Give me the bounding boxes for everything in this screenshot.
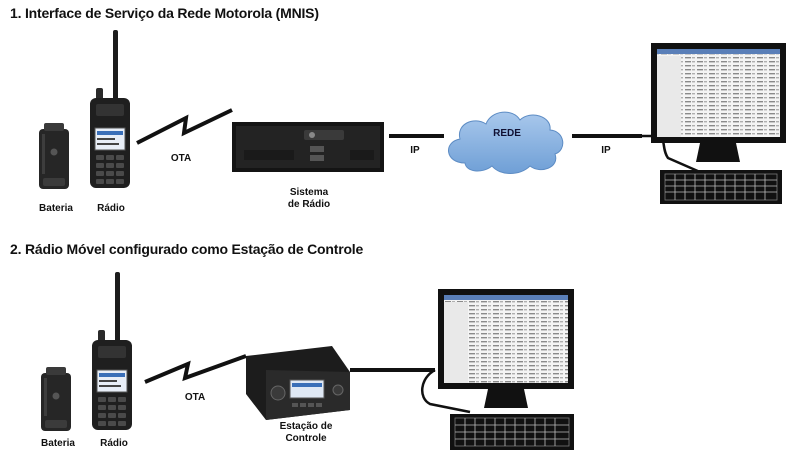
network-cloud-icon — [448, 111, 564, 174]
battery-label: Bateria — [39, 203, 73, 214]
radio-system-label-line2: de Rádio — [287, 199, 331, 210]
ota-link — [136, 108, 233, 145]
ota-link — [144, 354, 247, 384]
section2-title: 2. Rádio Móvel configurado como Estação … — [10, 241, 364, 257]
radio-icon — [90, 30, 130, 188]
ip-label-right: IP — [601, 145, 611, 156]
computer-icon — [651, 43, 786, 204]
radio-label: Rádio — [100, 438, 128, 449]
radio-icon — [92, 272, 132, 430]
control-station-icon — [246, 346, 350, 420]
radio-system-label-line1: Sistema — [289, 187, 329, 198]
section1-title: 1. Interface de Serviço da Rede Motorola… — [10, 5, 319, 21]
computer-icon — [438, 289, 574, 450]
radio-label: Rádio — [97, 203, 125, 214]
network-label: REDE — [493, 128, 521, 139]
repeater-icon — [232, 122, 384, 172]
battery-icon — [41, 367, 71, 431]
control-station-label-line2: Controle — [285, 433, 327, 444]
ip-label-left: IP — [410, 145, 420, 156]
ota-label: OTA — [170, 153, 192, 164]
computer-cable — [421, 368, 471, 414]
ota-label: OTA — [184, 392, 206, 403]
battery-icon — [39, 123, 69, 189]
battery-label: Bateria — [41, 438, 75, 449]
control-station-label-line1: Estação de — [279, 421, 333, 432]
